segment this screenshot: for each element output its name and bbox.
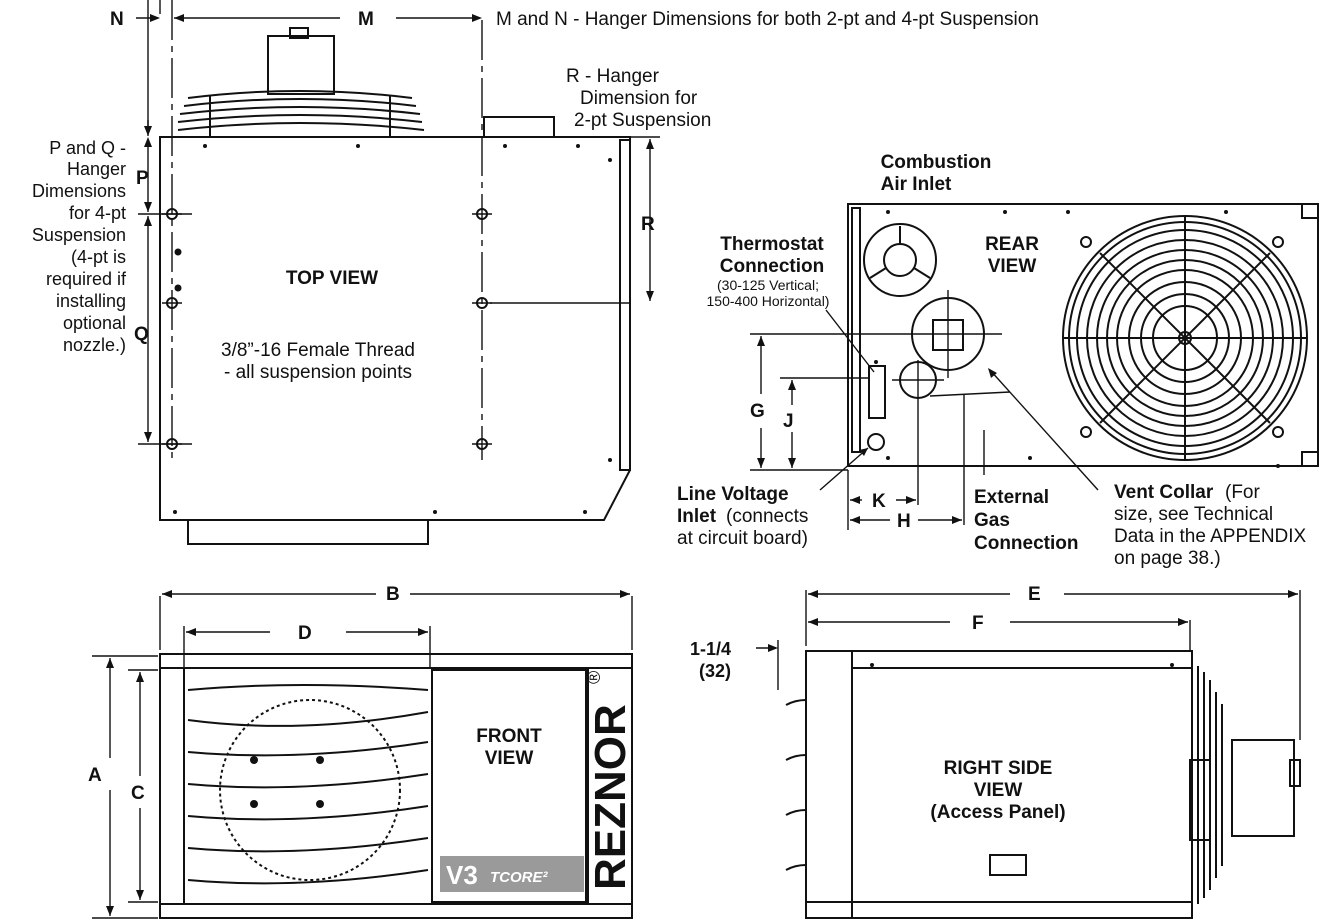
registered-mark: ®	[584, 671, 604, 684]
note-pq-6: required if	[46, 269, 127, 289]
note-mn: M and N - Hanger Dimensions for both 2-p…	[496, 9, 1039, 30]
reznor-logo: REZNOR	[586, 704, 635, 890]
top-body-outline	[159, 136, 631, 521]
dim-a: A	[88, 765, 102, 786]
vent-note-1: (For	[1225, 482, 1261, 503]
side-view-label-3: (Access Panel)	[930, 802, 1065, 823]
note-pq-3: for 4-pt	[69, 203, 126, 223]
side-view-label-2: VIEW	[974, 780, 1023, 801]
note-pq-1: Hanger	[67, 159, 126, 179]
line-voltage-4: at circuit board)	[677, 528, 808, 549]
line-voltage-3: (connects	[726, 506, 808, 527]
rear-fan-guard	[1062, 215, 1308, 461]
thermostat-sub-2: 150-400 Horizontal)	[707, 293, 830, 309]
dim-n: N	[110, 9, 124, 30]
dim-e: E	[1028, 584, 1041, 605]
top-bracket	[483, 116, 555, 138]
vent-note-3: Data in the APPENDIX	[1114, 526, 1307, 547]
top-bottom-duct	[187, 519, 429, 545]
side-fan-guard	[1189, 660, 1301, 910]
vent-note-4: on page 38.)	[1114, 548, 1221, 569]
rear-view-label-2: VIEW	[988, 256, 1037, 277]
top-view-label: TOP VIEW	[286, 268, 378, 289]
hanger-points	[162, 144, 612, 514]
gas-label-1: External	[974, 487, 1049, 508]
note-pq-5: (4-pt is	[71, 247, 126, 267]
thermostat-label-1: Thermostat	[720, 234, 824, 255]
note-pq-4: Suspension	[32, 225, 126, 245]
top-view	[136, 0, 660, 545]
side-louver-edges	[785, 699, 807, 871]
line-voltage-2: Inlet	[677, 506, 717, 527]
dim-j: J	[783, 411, 794, 432]
note-pq-0: P and Q -	[49, 138, 126, 158]
v3-badge	[440, 856, 584, 892]
rear-left-rail	[851, 207, 861, 453]
dim-c: C	[131, 783, 145, 804]
dim-p: P	[136, 168, 149, 189]
front-panel	[431, 669, 587, 903]
dim-inch: 1-1/4	[690, 639, 731, 659]
dim-h: H	[897, 511, 911, 532]
note-r-2: Dimension for	[580, 88, 698, 109]
side-handle	[989, 854, 1027, 876]
note-pq: P and Q - Hanger Dimensions for 4-pt Sus…	[32, 138, 127, 355]
rear-corner-br	[1301, 451, 1319, 467]
right-side-view	[756, 590, 1301, 919]
thread-note-1: 3/8”-16 Female Thread	[221, 340, 415, 361]
dim-q: Q	[134, 324, 149, 345]
front-view	[92, 590, 633, 919]
motor-cap	[289, 27, 309, 39]
gas-label-3: Connection	[974, 533, 1079, 554]
rear-view	[750, 203, 1319, 530]
combustion-air-inlet	[863, 223, 937, 297]
fan-guard-top	[177, 90, 425, 137]
vent-note-2: size, see Technical	[1114, 504, 1273, 525]
front-louvers	[187, 684, 429, 885]
badge-v3: V3	[446, 860, 478, 890]
combustion-label-2: Air Inlet	[881, 174, 952, 195]
motor-housing	[267, 35, 335, 95]
thermostat-sub-1: (30-125 Vertical;	[717, 277, 819, 293]
dim-d: D	[298, 623, 312, 644]
rear-corner-tr	[1301, 203, 1319, 219]
line-voltage-1: Line Voltage	[677, 484, 789, 505]
note-pq-2: Dimensions	[32, 181, 126, 201]
note-pq-7: installing	[56, 291, 126, 311]
rear-view-label-1: REAR	[985, 234, 1039, 255]
labels: N M M and N - Hanger Dimensions for both…	[32, 9, 1307, 890]
note-pq-8: optional	[63, 313, 126, 333]
thermostat-box	[868, 365, 886, 419]
front-view-label-1: FRONT	[476, 726, 542, 747]
dim-g: G	[750, 401, 765, 422]
dim-b: B	[386, 584, 400, 605]
dim-k: K	[872, 491, 886, 512]
thread-note-2: - all suspension points	[224, 362, 412, 383]
top-side-rail	[619, 139, 631, 471]
line-voltage-inlet	[867, 433, 885, 451]
gas-label-2: Gas	[974, 510, 1010, 531]
combustion-label-1: Combustion	[881, 152, 992, 173]
badge-tcore: TCORE²	[490, 869, 549, 886]
front-view-label-2: VIEW	[485, 748, 534, 769]
dim-f: F	[972, 613, 984, 634]
side-view-label-1: RIGHT SIDE	[944, 758, 1053, 779]
dim-mm: (32)	[699, 661, 731, 681]
rear-outline	[847, 203, 1319, 467]
note-r-1: R - Hanger	[566, 66, 660, 87]
thermostat-label-2: Connection	[720, 256, 825, 277]
note-r-3: 2-pt Suspension	[574, 110, 711, 131]
vent-collar-label: Vent Collar	[1114, 482, 1214, 503]
dim-r: R	[641, 214, 655, 235]
note-pq-9: nozzle.)	[63, 335, 126, 355]
dim-m: M	[358, 9, 374, 30]
